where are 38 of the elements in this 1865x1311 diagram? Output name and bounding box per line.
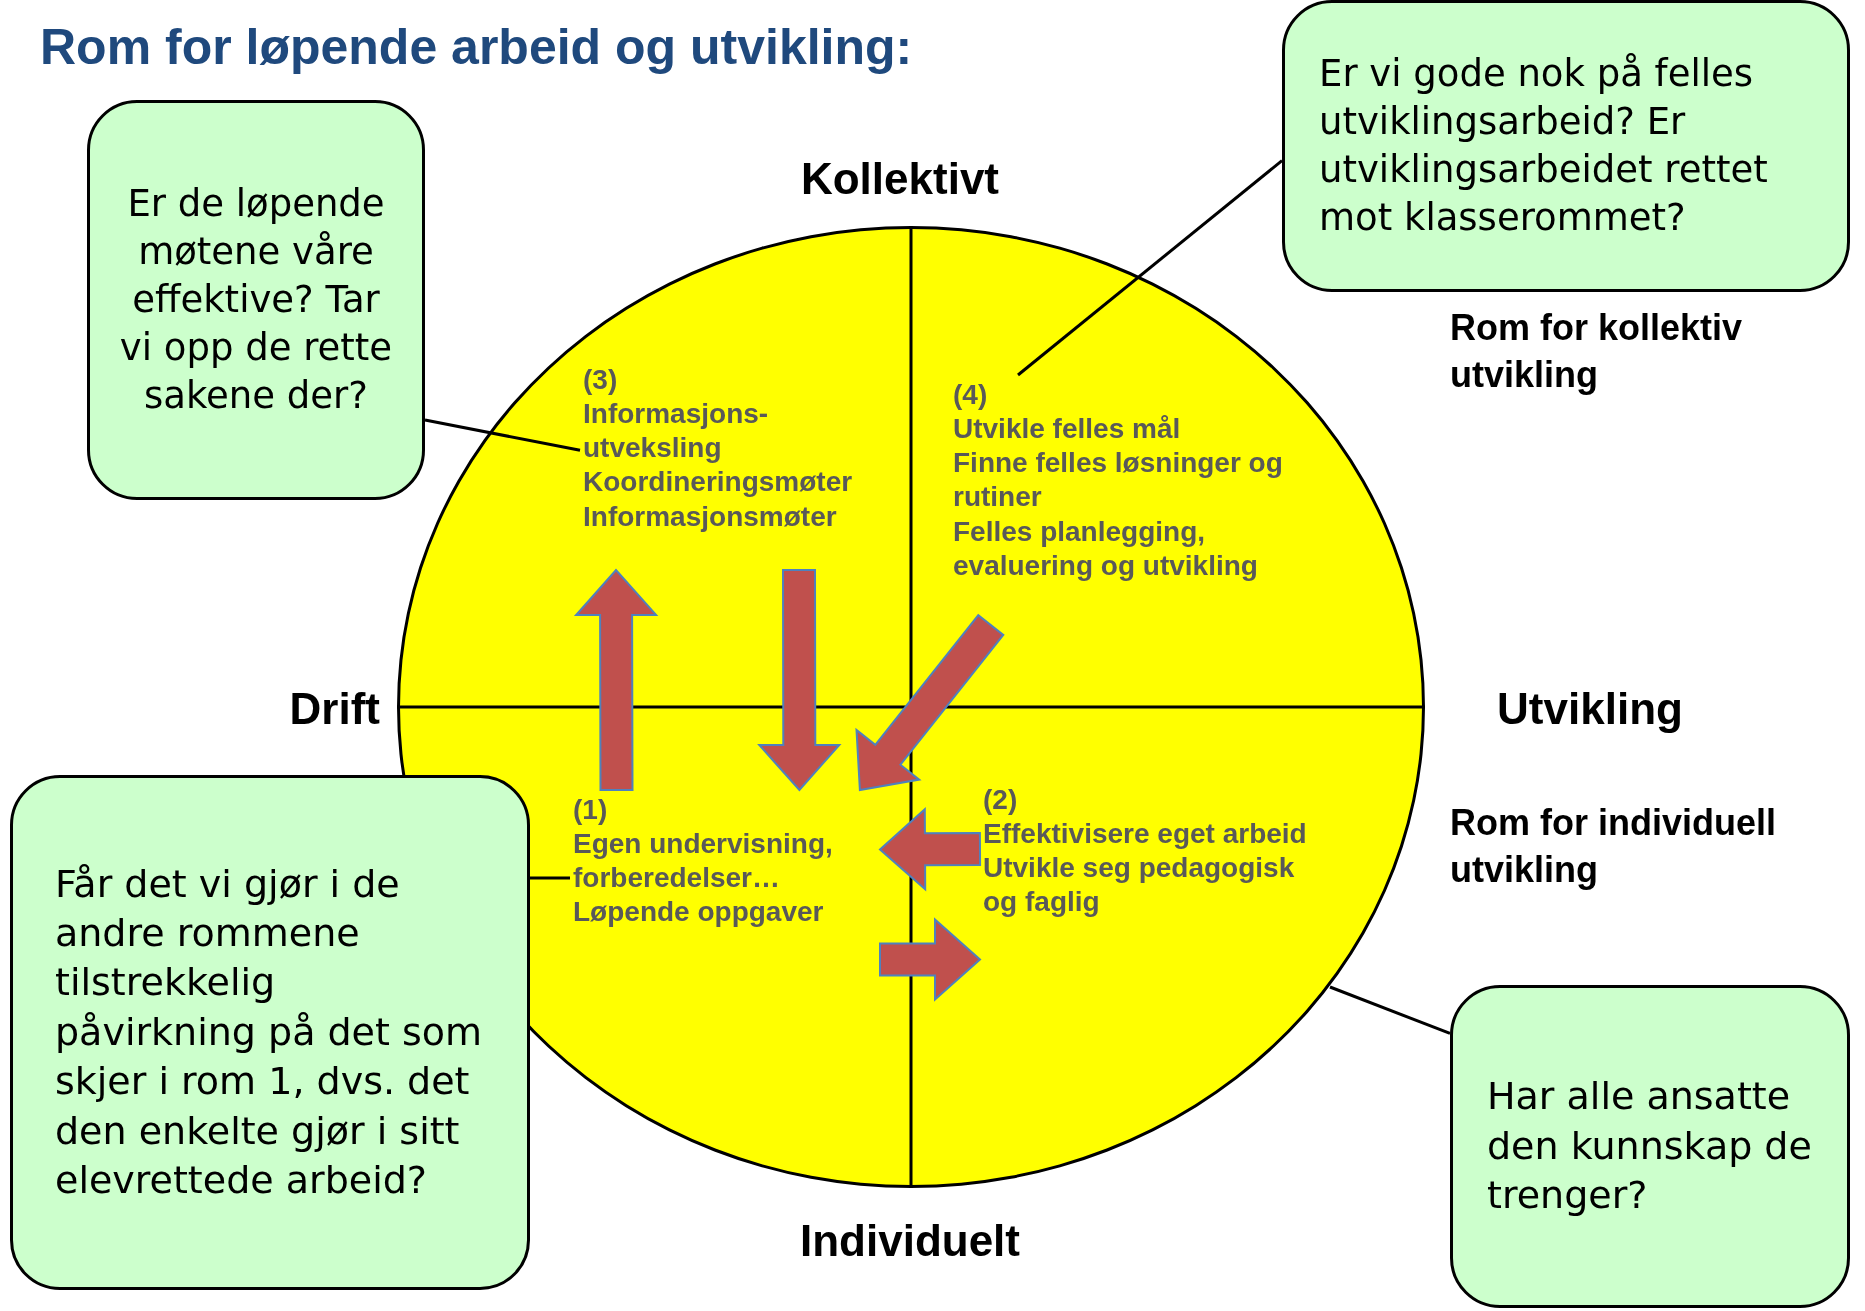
speech-bubble — [87, 100, 425, 500]
axis-label: Kollektivt — [799, 153, 1000, 205]
question-text: Er vi gode nok på felles utviklingsarbeid? Er utviklingsarbeidet rettet mot klasserommet? — [1319, 50, 1769, 242]
question-text: Får det vi gjør i de andre rommene tilstrekkelig påvirkning på det som skjer i rom 1, dvs. det den enkelte gjør i sitt elevrettede arbeid? — [55, 860, 484, 1204]
question-text: Er de løpende møtene våre effektive? Tar vi opp de rette sakene der? — [118, 180, 394, 420]
room-label: Rom for kollektiv utvikling — [1450, 306, 1744, 397]
quadrant-item: Utvikle seg pedagogisk og faglig — [983, 851, 1296, 920]
axis-label: Individuelt — [799, 1215, 1021, 1267]
block-arrow — [879, 917, 982, 1002]
block-arrow — [878, 806, 982, 892]
quadrant-number: (2) — [983, 783, 1018, 817]
question-text: Har alle ansatte den kunnskap de trenger? — [1487, 1073, 1813, 1220]
speech-bubble — [1282, 0, 1850, 292]
speech-bubble — [10, 775, 530, 1290]
leader-line — [530, 876, 570, 880]
quadrant-item: Koordineringsmøter — [583, 465, 853, 500]
leader-line — [1329, 985, 1451, 1035]
quadrant-item: Finne felles løsninger og rutiner — [953, 446, 1284, 515]
block-arrow — [855, 613, 1005, 792]
axis-label: Utvikling — [1496, 683, 1684, 735]
room-label: Rom for individuell utvikling — [1450, 801, 1777, 892]
quadrant-number: (4) — [953, 378, 988, 412]
quadrant-number: (1) — [573, 793, 608, 827]
quadrant-item: Løpende oppgaver — [573, 895, 824, 930]
quadrant-number: (3) — [583, 363, 618, 397]
quadrant-item: Felles planlegging, evaluering og utvikling — [953, 514, 1259, 583]
quadrant-item: Informasjonsmøter — [583, 499, 837, 534]
quadrant-item: Effektivisere eget arbeid — [983, 817, 1307, 852]
speech-bubble — [1450, 985, 1850, 1308]
leader-line — [1017, 159, 1283, 377]
quadrant-item: Utvikle felles mål — [953, 412, 1181, 447]
block-arrow — [757, 569, 842, 792]
leader-line — [424, 418, 581, 452]
quadrant-item: Egen undervisning, forberedelser… — [573, 827, 834, 896]
title: Rom for løpende arbeid og utvikling: — [40, 18, 913, 76]
block-arrow — [573, 568, 659, 791]
axis-label: Drift — [288, 683, 380, 735]
quadrant-item: Informasjons-utveksling — [583, 397, 770, 466]
